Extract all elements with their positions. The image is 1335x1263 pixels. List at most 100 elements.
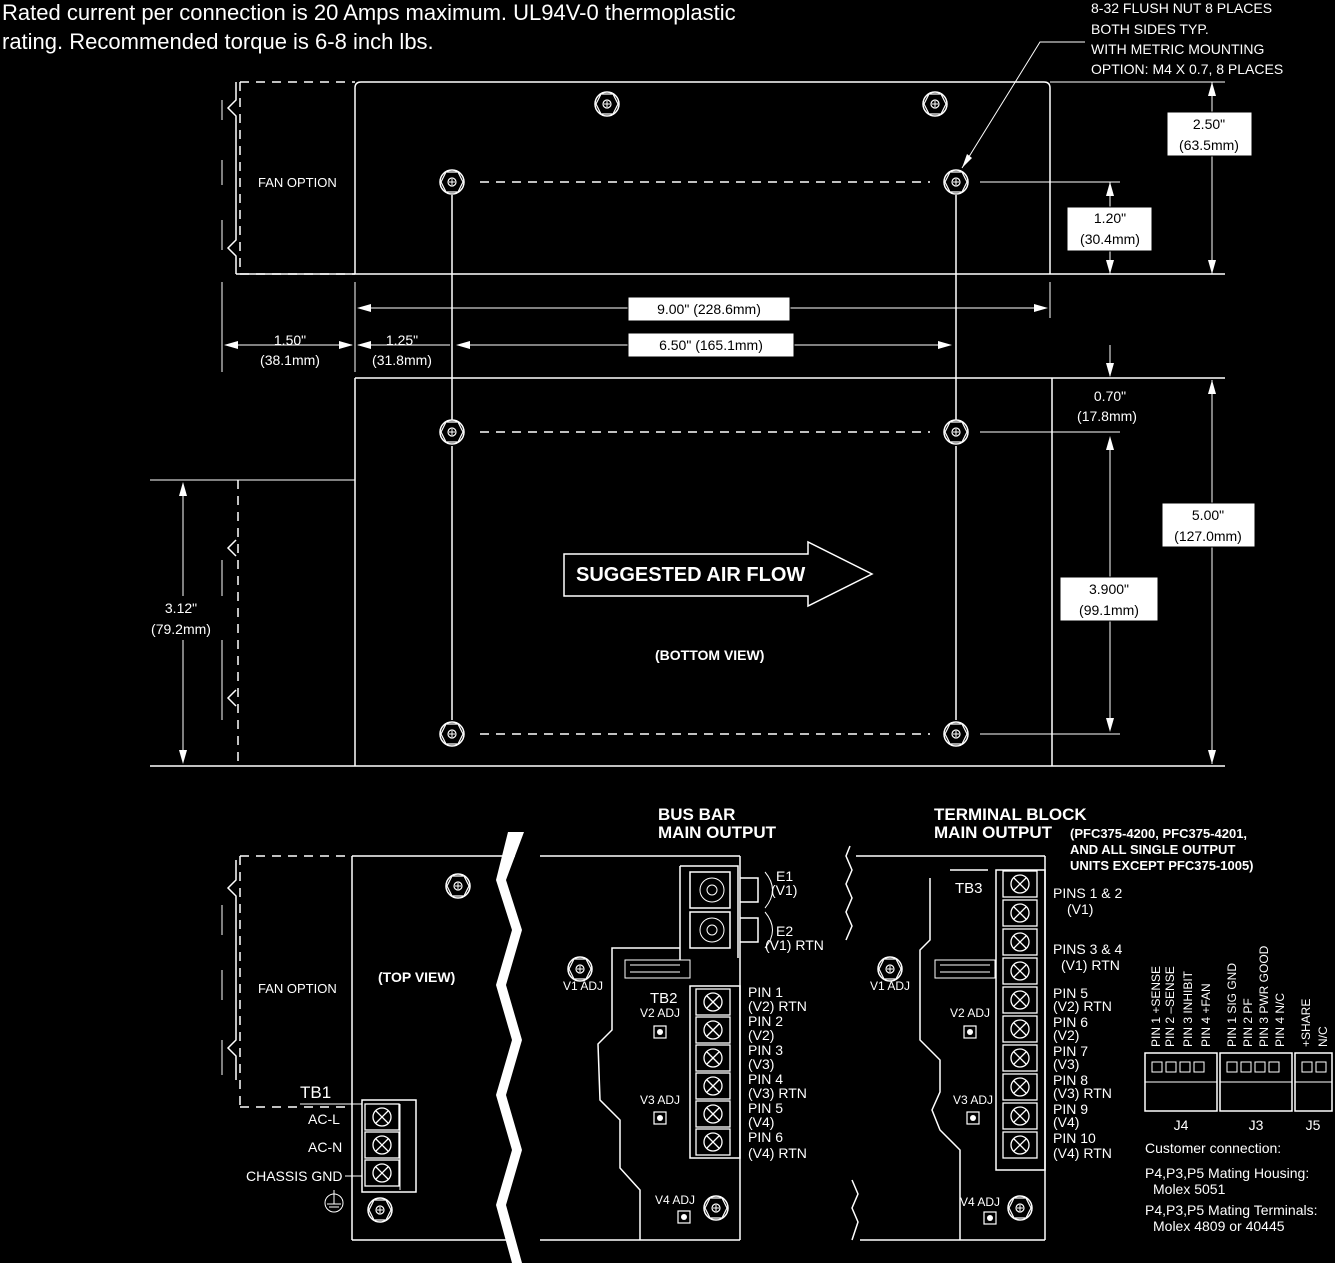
top-view-label: (TOP VIEW) bbox=[378, 969, 455, 985]
j3-pin-label: PIN 3 PWR GOOD bbox=[1257, 945, 1271, 1047]
terminal-icon bbox=[695, 988, 731, 1016]
customer-connection-label: Customer connection: bbox=[1145, 1140, 1281, 1156]
terminal-icon bbox=[695, 1100, 731, 1128]
bottom-view-label: (BOTTOM VIEW) bbox=[655, 647, 764, 663]
j5-label: J5 bbox=[1306, 1117, 1321, 1133]
v2-adj-label: V2 ADJ bbox=[640, 1006, 680, 1020]
flush-nut-icon bbox=[439, 419, 465, 445]
adjust-pot-icon bbox=[677, 1210, 691, 1224]
callout-line-2: BOTH SIDES TYP. bbox=[1091, 21, 1209, 37]
fan-option-label-top: FAN OPTION bbox=[258, 175, 337, 190]
terminal-icon bbox=[1002, 986, 1038, 1014]
bus-bar-section: BUS BAR MAIN OUTPUT V1 ADJ TB2 V2 ADJ V3… bbox=[540, 805, 824, 1241]
terminal-icon bbox=[1002, 870, 1038, 898]
ac-l-label: AC-L bbox=[308, 1111, 340, 1127]
tb2-pin-6-a: PIN 6 bbox=[748, 1129, 783, 1145]
fan-option-label-bottom: FAN OPTION bbox=[258, 981, 337, 996]
tb2-pin-6-b: (V4) RTN bbox=[748, 1145, 807, 1161]
ground-icon bbox=[324, 1190, 344, 1213]
tb3-pin-a: PIN 8 bbox=[1053, 1072, 1088, 1088]
flush-nut-icon bbox=[943, 169, 969, 195]
v4-adj-label: V4 ADJ bbox=[655, 1193, 695, 1207]
tb3-pin-a: PIN 5 bbox=[1053, 985, 1088, 1001]
callout-line-1: 8-32 FLUSH NUT 8 PLACES bbox=[1091, 0, 1272, 16]
tb1-label: TB1 bbox=[300, 1083, 331, 1102]
tb-note-2: AND ALL SINGLE OUTPUT bbox=[1070, 842, 1235, 857]
terminal-icon bbox=[364, 1131, 400, 1159]
j5-pin-label: N/C bbox=[1316, 1026, 1330, 1047]
terminal-icon bbox=[695, 1128, 731, 1156]
housing-line-2: Molex 5051 bbox=[1153, 1181, 1226, 1197]
terminals-line-1: P4,P3,P5 Mating Terminals: bbox=[1145, 1202, 1318, 1218]
tb2-pin-4-b: (V3) RTN bbox=[748, 1085, 807, 1101]
screw-icon bbox=[1007, 1195, 1033, 1221]
busbar-e2-a: E2 bbox=[776, 923, 793, 939]
tb3-pin-a: PIN 6 bbox=[1053, 1014, 1088, 1030]
tb2-pin-3-a: PIN 3 bbox=[748, 1042, 783, 1058]
dim-1-50-in: 1.50" bbox=[274, 332, 306, 348]
tb2-pin-1-b: (V2) RTN bbox=[748, 998, 807, 1014]
screw-icon bbox=[567, 956, 593, 982]
terminal-icon bbox=[1002, 928, 1038, 956]
screw-icon bbox=[594, 91, 620, 117]
terminal-icon bbox=[1002, 1102, 1038, 1130]
busbar-title-1: BUS BAR bbox=[658, 805, 735, 824]
terminal-icon bbox=[364, 1159, 400, 1187]
screw-icon bbox=[445, 873, 471, 899]
dim-1-50: 1.50" (38.1mm) bbox=[221, 282, 353, 372]
busbar-e1-b: (V1) bbox=[771, 882, 797, 898]
tb-note-1: (PFC375-4200, PFC375-4201, bbox=[1070, 826, 1247, 841]
j3-label: J3 bbox=[1249, 1117, 1264, 1133]
tb3-pin-b: (V4) RTN bbox=[1053, 1145, 1112, 1161]
tb3-pin-a: PIN 10 bbox=[1053, 1130, 1096, 1146]
adjust-pot-icon bbox=[966, 1111, 980, 1125]
j4-pin-label: PIN 2 –SENSE bbox=[1163, 966, 1177, 1047]
dim-9-00-label: 9.00" (228.6mm) bbox=[657, 301, 761, 317]
bottom-view-upper: FAN OPTION bbox=[221, 81, 1225, 420]
flush-nut-icon bbox=[439, 169, 465, 195]
bottom-view-lower: SUGGESTED AIR FLOW (BOTTOM VIEW) bbox=[150, 377, 1225, 767]
j4-pin-label: PIN 3 INHIBIT bbox=[1181, 970, 1195, 1047]
j4-label: J4 bbox=[1174, 1117, 1189, 1133]
tb3-pin-a: PINS 1 & 2 bbox=[1053, 885, 1122, 901]
screw-icon bbox=[367, 1197, 393, 1223]
adjust-pot-icon bbox=[653, 1111, 667, 1125]
terminal-icon bbox=[1002, 1073, 1038, 1101]
dim-1-25: 1.25" (31.8mm) bbox=[357, 332, 450, 368]
tb-v1-adj-label: V1 ADJ bbox=[870, 979, 910, 993]
tb3-label: TB3 bbox=[955, 880, 983, 897]
dim-6-50-label: 6.50" (165.1mm) bbox=[659, 337, 763, 353]
dim-1-50-mm: (38.1mm) bbox=[260, 352, 320, 368]
j4-pin-label: PIN 4 +FAN bbox=[1199, 983, 1213, 1047]
break-line bbox=[496, 832, 524, 1263]
busbar-e2-b: (V1) RTN bbox=[765, 937, 824, 953]
j5-pin-label: +SHARE bbox=[1299, 999, 1313, 1047]
adjust-pot-icon bbox=[653, 1025, 667, 1039]
dim-2-50-in: 2.50" bbox=[1193, 116, 1225, 132]
j4-pin-label: PIN 1 +SENSE bbox=[1149, 966, 1163, 1047]
terminal-icon bbox=[695, 1072, 731, 1100]
j3-pin-label: PIN 2 PF bbox=[1241, 998, 1255, 1047]
tb3-pin-a: PINS 3 & 4 bbox=[1053, 941, 1122, 957]
tb-title-1: TERMINAL BLOCK bbox=[934, 805, 1087, 824]
tb3-pin-a: PIN 9 bbox=[1053, 1101, 1088, 1117]
tb-title-2: MAIN OUTPUT bbox=[934, 823, 1053, 842]
terminal-icon bbox=[1002, 899, 1038, 927]
tb3-pin-b: (V3) bbox=[1053, 1056, 1079, 1072]
airflow-arrow-icon bbox=[563, 540, 874, 608]
flush-nut-callout: 8-32 FLUSH NUT 8 PLACES BOTH SIDES TYP. … bbox=[961, 0, 1283, 169]
tb3-pin-b: (V1) bbox=[1067, 901, 1093, 917]
connector-j4: PIN 1 +SENSE PIN 2 –SENSE PIN 3 INHIBIT … bbox=[1144, 966, 1218, 1133]
j3-pin-label: PIN 4 N/C bbox=[1273, 993, 1287, 1047]
flush-nut-icon bbox=[439, 721, 465, 747]
dim-5-00-mm: (127.0mm) bbox=[1174, 528, 1242, 544]
tb-v3-adj-label: V3 ADJ bbox=[953, 1093, 993, 1107]
dim-1-20: 1.20" (30.4mm) bbox=[1066, 182, 1153, 274]
tb2-pin-2-b: (V2) bbox=[748, 1027, 774, 1043]
dim-2-50-mm: (63.5mm) bbox=[1179, 137, 1239, 153]
terminal-block-section: TERMINAL BLOCK MAIN OUTPUT (PFC375-4200,… bbox=[845, 805, 1254, 1241]
terminal-icon bbox=[1002, 1044, 1038, 1072]
tb2-label: TB2 bbox=[650, 990, 678, 1007]
tb2-pin-5-a: PIN 5 bbox=[748, 1100, 783, 1116]
dim-5-00-in: 5.00" bbox=[1192, 507, 1224, 523]
